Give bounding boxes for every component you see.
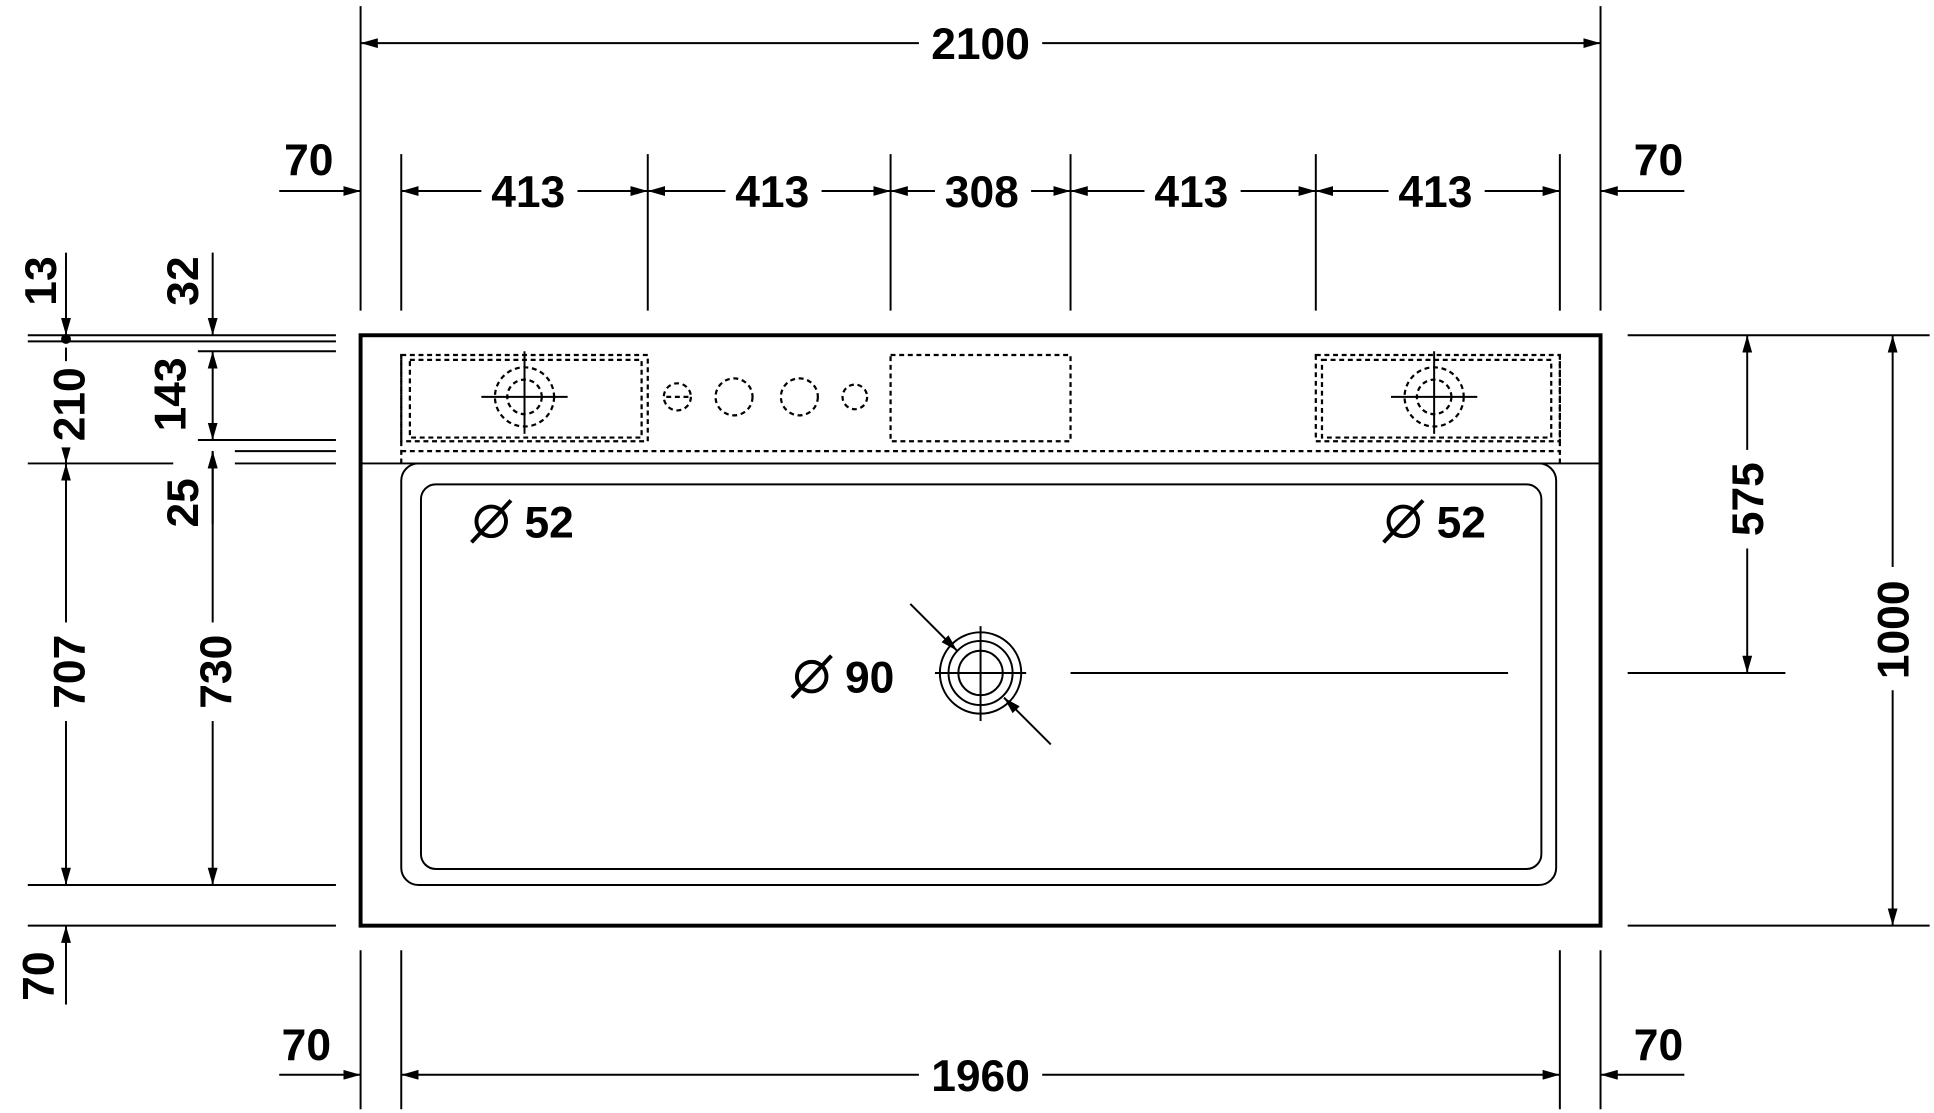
diameter-label-left: 52	[470, 498, 574, 547]
dim-25: 25	[159, 478, 208, 527]
left-dimensions: 13 32 210 143 25 707 730 70	[15, 252, 336, 1005]
dim-707: 707	[45, 635, 94, 709]
diameter-icon	[1386, 504, 1421, 539]
right-tap-zone-inner	[1320, 358, 1553, 439]
bowl-outer	[400, 462, 1558, 886]
bottom-dimensions: 1960 70 70	[279, 950, 1685, 1110]
accessory-hole	[779, 377, 819, 417]
drain-leader	[1003, 696, 1052, 746]
bowl-inner	[419, 483, 1543, 870]
segment-dim: 413	[491, 168, 565, 217]
reference-dot	[61, 334, 71, 344]
top-dimensions: 2100 413 413 308 413 413 70 70	[279, 6, 1685, 311]
accessory-hole	[714, 377, 754, 417]
center-zone	[889, 353, 1072, 443]
dim-32: 32	[159, 256, 208, 305]
right-dimensions: 1000 575	[1627, 334, 1930, 927]
drain-diameter-dim: 90	[845, 654, 894, 703]
overall-width-dim: 2100	[931, 20, 1030, 69]
tap-hole-left-dim: 52	[525, 498, 574, 547]
segment-dim: 413	[1398, 168, 1472, 217]
overall-depth-dim: 1000	[1870, 580, 1919, 679]
basin-outline	[358, 333, 1603, 928]
segment-dim: 413	[735, 168, 809, 217]
drain-leader	[909, 603, 958, 652]
segment-dim: 413	[1154, 168, 1228, 217]
margin-left-bottom-dim: 70	[282, 1021, 331, 1070]
margin-right-top-dim: 70	[1634, 136, 1683, 185]
left-tap-zone-inner	[408, 358, 643, 439]
left-tap-hole	[481, 351, 568, 434]
margin-right-bottom-dim: 70	[1634, 1021, 1683, 1070]
diameter-icon	[794, 659, 829, 694]
tap-hole-right-dim: 52	[1437, 498, 1486, 547]
drain	[909, 603, 1509, 746]
segment-dim: 308	[945, 168, 1019, 217]
dim-13: 13	[17, 256, 66, 305]
dim-730: 730	[192, 635, 241, 709]
inner-width-dim: 1960	[931, 1052, 1030, 1101]
diameter-label-right: 52	[1382, 498, 1486, 547]
deck-features	[400, 351, 1561, 464]
small-hole	[662, 382, 693, 412]
drain-offset-dim: 575	[1724, 462, 1773, 536]
diameter-icon	[474, 504, 508, 539]
dim-210: 210	[45, 367, 94, 441]
small-hole	[841, 383, 869, 411]
diameter-label-drain: 90	[790, 654, 894, 703]
right-tap-hole	[1390, 351, 1478, 434]
dim-70: 70	[15, 952, 64, 1001]
margin-left-top-dim: 70	[284, 136, 333, 185]
dim-143: 143	[147, 357, 196, 431]
